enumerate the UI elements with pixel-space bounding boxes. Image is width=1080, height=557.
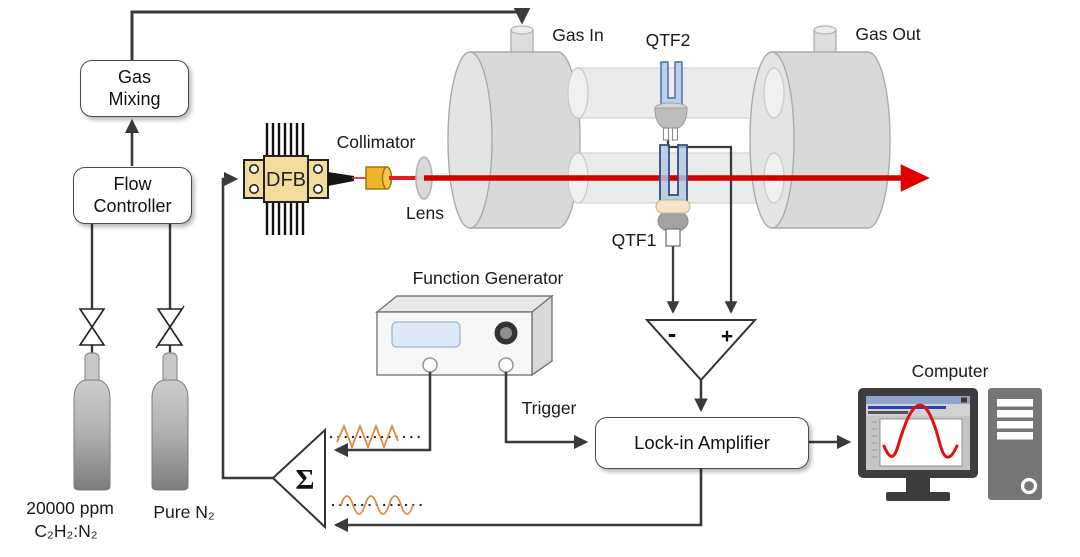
sine-waveform-icon <box>331 495 426 515</box>
sigma-label: Σ <box>296 464 315 496</box>
fg-output-port-right <box>498 357 514 373</box>
wire-fg-trigger-to-lockin <box>504 372 589 450</box>
trigger-label: Trigger <box>521 397 577 418</box>
flow-controller-label-line2: Controller <box>93 195 172 216</box>
lens-label: Lens <box>406 202 444 223</box>
summing-amplifier: Σ <box>271 427 326 530</box>
collimator-label: Collimator <box>336 131 416 152</box>
cell-right-cylinder <box>771 51 891 229</box>
dfb-pins <box>265 123 305 235</box>
valve-cylinder2-icon <box>155 305 185 349</box>
flow-controller-box: Flow Controller <box>73 167 192 224</box>
computer-label: Computer <box>911 360 989 381</box>
gas-out-port <box>813 25 837 57</box>
gas-mixing-box: Gas Mixing <box>80 60 189 117</box>
cell-left-cylinder <box>469 51 581 229</box>
fiber-pigtail <box>328 172 354 186</box>
power-button-icon <box>1020 477 1038 495</box>
fg-display <box>391 321 461 348</box>
gas-cylinder-c2h2 <box>73 352 111 491</box>
valve-cylinder1-icon <box>78 308 106 346</box>
gas-mixing-label-line2: Mixing <box>108 88 161 109</box>
qtf1-label: QTF1 <box>611 229 657 250</box>
ramp-waveform-icon <box>329 423 427 450</box>
wire-sigma-to-dfb <box>221 171 273 480</box>
wire-qtf2-to-diffamp <box>666 139 738 314</box>
dfb-laser: DFB <box>243 123 354 235</box>
gas-out-label: Gas Out <box>855 23 921 44</box>
qtf2-label: QTF2 <box>645 29 691 50</box>
differential-amplifier: - + <box>644 319 758 382</box>
lock-in-label: Lock-in Amplifier <box>634 431 770 453</box>
diff-amp-plus-label: + <box>721 325 733 348</box>
signal-trace <box>882 403 959 459</box>
cylinder2-label: Pure N₂ <box>153 501 215 522</box>
plot-window <box>879 418 963 467</box>
qtf2 <box>654 61 688 141</box>
function-generator <box>375 294 554 377</box>
gas-cylinder-n2 <box>151 352 189 491</box>
gas-pipe-mixing-to-cell <box>130 7 531 60</box>
gas-in-port <box>510 25 534 57</box>
wire-lockin-to-sigma <box>333 467 703 533</box>
qtf1-pin <box>665 228 681 247</box>
cell-left-cap <box>447 51 493 229</box>
monitor-stand <box>906 478 930 492</box>
dfb-mount-holes <box>249 164 323 195</box>
flow-controller-label-line1: Flow <box>113 173 152 194</box>
gas-in-label: Gas In <box>552 24 604 45</box>
diff-amp-minus-label: - <box>668 320 676 348</box>
fg-output-port-left <box>422 357 438 373</box>
lock-in-amplifier-box: Lock-in Amplifier <box>595 417 809 469</box>
collimator <box>365 166 393 190</box>
cylinder1-label-line2: C₂H₂:N₂ <box>34 520 98 541</box>
cylinder-pipes <box>90 222 172 358</box>
dfb-label: DFB <box>266 169 306 191</box>
qtf2-holder <box>654 107 688 129</box>
cylinder1-label-line1: 20000 ppm <box>26 497 114 518</box>
qtf1 <box>655 144 691 247</box>
gas-mixing-label-line1: Gas <box>117 66 151 87</box>
qtf1-spacer-ring <box>655 199 691 214</box>
function-generator-label: Function Generator <box>412 267 564 288</box>
computer <box>858 388 1042 501</box>
wire-fg-ramp-to-sigma <box>333 372 432 458</box>
